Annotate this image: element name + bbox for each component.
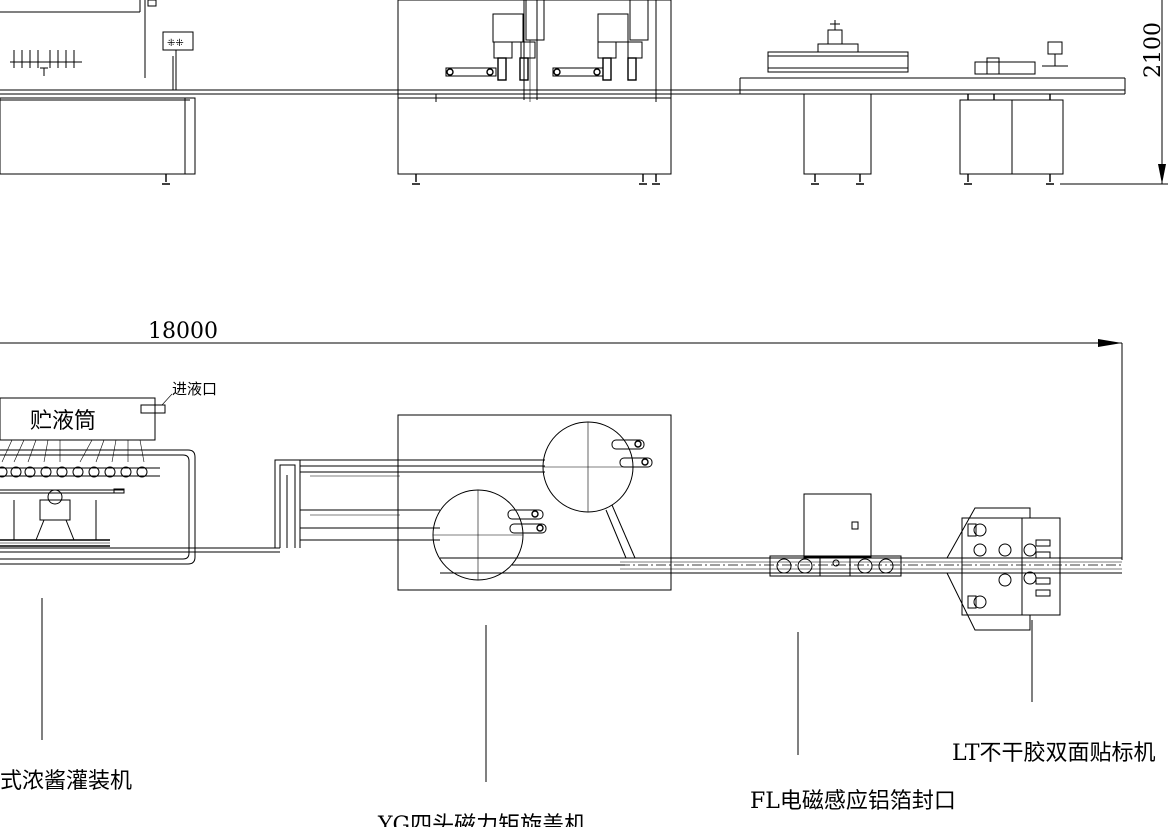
length-value: 18000 [148,319,218,344]
filler-base [0,97,196,175]
plan-sealer: FL电磁感应铝箔封口 [750,493,956,814]
capper-label: YG四头磁力矩旋盖机 [377,813,586,827]
liquid-inlet [140,404,166,414]
labeler-label: LT不干胶双面贴标机 [952,741,1156,766]
length-arrow [1098,339,1122,347]
plan-capper: YG四头磁力矩旋盖机 [377,414,672,827]
sealer-label: FL电磁感应铝箔封口 [750,789,956,814]
elevation-view: ⁜⁜ [0,0,1168,185]
filler-control-box [162,31,194,51]
svg-text:⁜⁜: ⁜⁜ [167,38,184,49]
filler-label: 式浓酱灌装机 [0,769,132,794]
height-arrow [1158,164,1166,184]
sealer-cabinet [803,493,872,558]
plan-filler: 贮液筒 进液口 [0,380,280,794]
height-dimension: 2100 [1060,0,1168,185]
plan-view: 18000 贮液筒 进液口 [0,319,1156,827]
labeler-frame [961,517,1061,616]
filler-drive [39,499,71,521]
elevation-capper [397,0,672,185]
filler-nozzles [10,50,82,76]
liquid-tank [0,397,156,441]
elevation-labeler [959,41,1068,185]
liquid-tank-label: 贮液筒 [30,409,96,434]
cap-sorters [507,439,653,534]
elevation-sealer [739,20,928,185]
filler-foot [162,174,170,185]
plan-transfer [274,459,545,548]
plan-labeler: LT不干胶双面贴标机 [946,507,1156,766]
elevation-filler: ⁜⁜ [0,0,196,185]
plan-conveyor [620,557,1122,574]
elevation-conveyor [0,77,1126,95]
liquid-inlet-label: 进液口 [172,380,217,398]
length-dimension: 18000 [0,319,1123,560]
filler-tubes [1,439,145,463]
filler-pumps [0,466,160,478]
sealer-head [769,555,902,577]
height-value: 2100 [1141,22,1166,78]
